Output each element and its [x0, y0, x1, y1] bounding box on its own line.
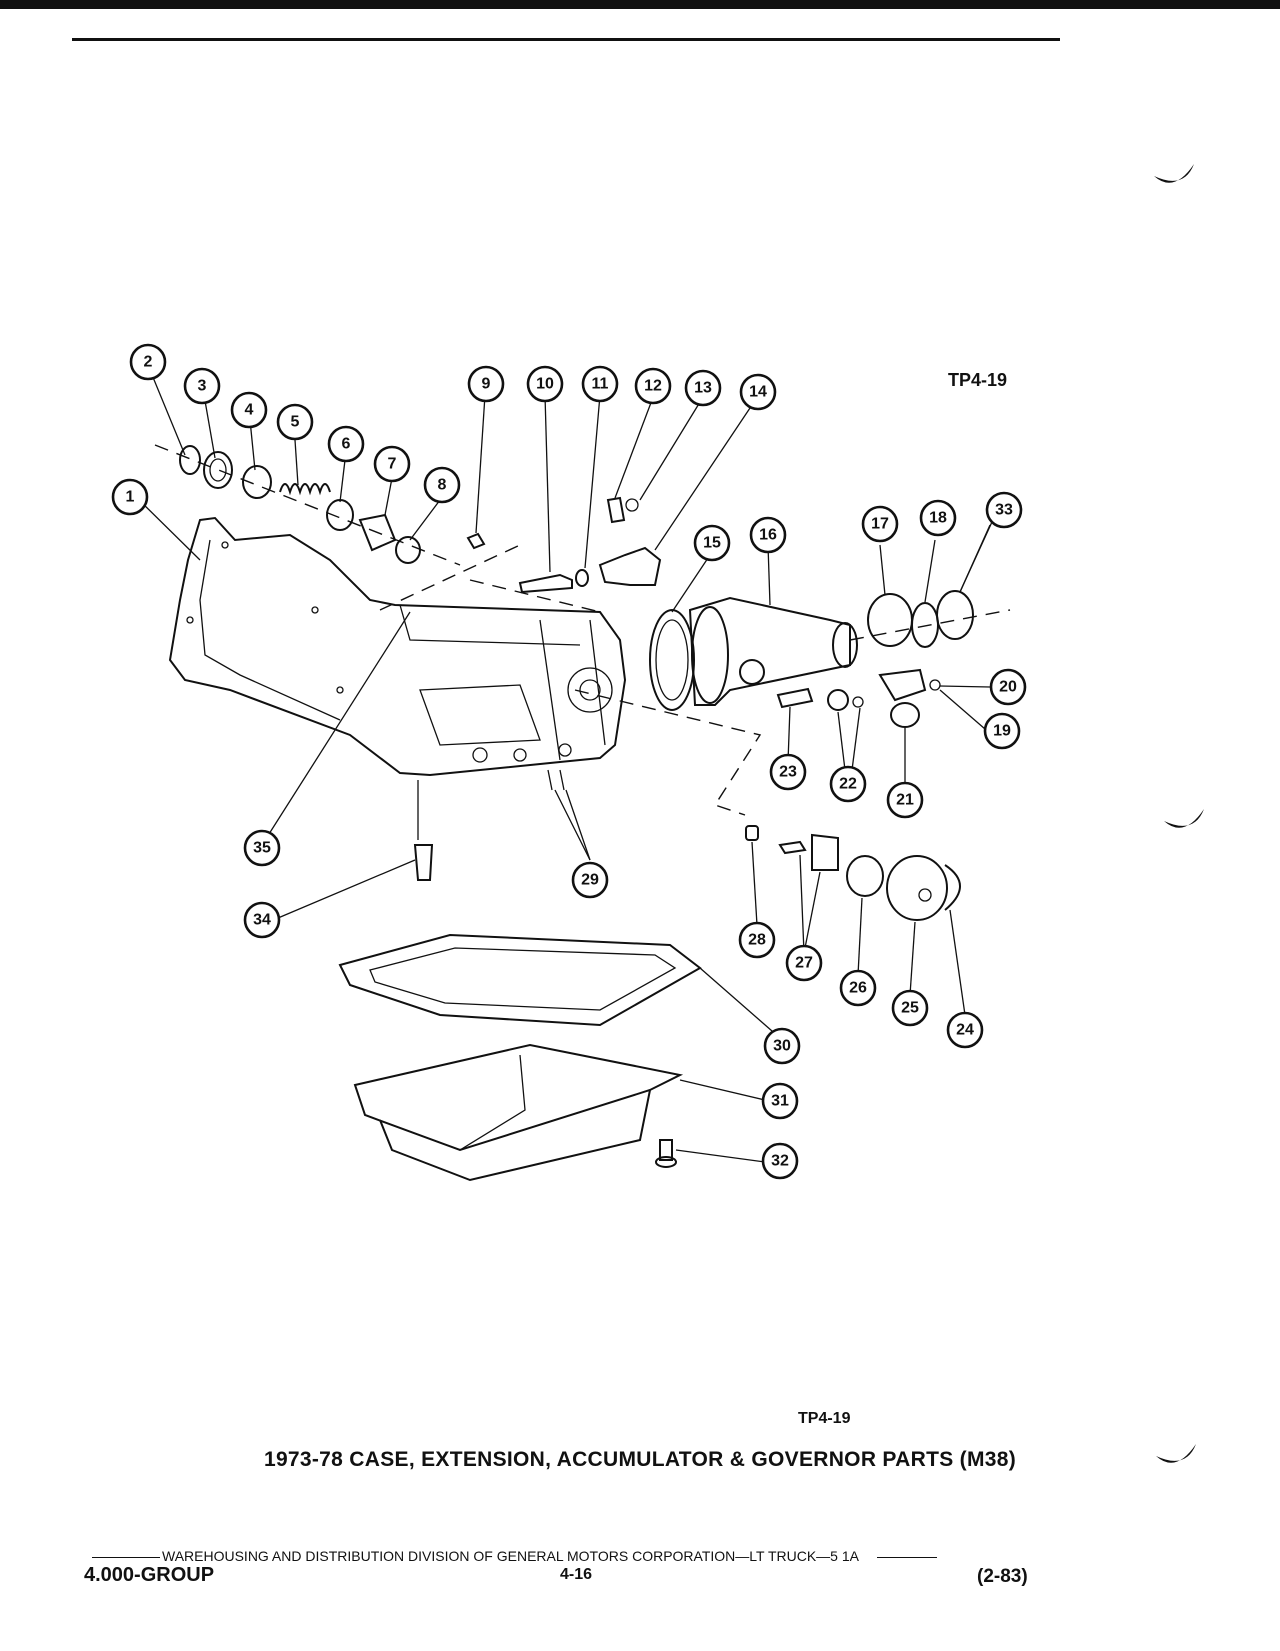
- callout-13: 13: [684, 369, 722, 407]
- svg-text:7: 7: [388, 456, 397, 473]
- svg-text:12: 12: [644, 378, 662, 395]
- svg-text:8: 8: [438, 477, 447, 494]
- svg-text:23: 23: [779, 764, 797, 781]
- callout-19: 19: [983, 712, 1021, 750]
- callout-16: 16: [749, 516, 787, 554]
- callout-24: 24: [946, 1011, 984, 1049]
- svg-text:21: 21: [896, 792, 914, 809]
- svg-text:1: 1: [126, 489, 135, 506]
- callout-22: 22: [829, 765, 867, 803]
- footer-date: (2-83): [977, 1566, 1028, 1587]
- callout-15: 15: [693, 524, 731, 562]
- svg-text:35: 35: [253, 840, 271, 857]
- footer-group-code: 4.000-GROUP: [84, 1564, 215, 1586]
- callout-26: 26: [839, 969, 877, 1007]
- callout-1: 1: [111, 478, 149, 516]
- callout-17: 17: [861, 505, 899, 543]
- svg-text:14: 14: [749, 384, 767, 401]
- callout-23: 23: [769, 753, 807, 791]
- svg-text:19: 19: [993, 723, 1011, 740]
- svg-text:16: 16: [759, 527, 777, 544]
- svg-text:6: 6: [342, 436, 351, 453]
- svg-text:33: 33: [995, 502, 1013, 519]
- footer-rule-right: [876, 1556, 937, 1558]
- caption-reference-code: TP4-19: [798, 1410, 851, 1427]
- footer-page-number: 4-16: [560, 1566, 593, 1583]
- callout-34: 34: [243, 901, 281, 939]
- footer-division-line: WAREHOUSING AND DISTRIBUTION DIVISION OF…: [92, 1548, 937, 1564]
- callout-12: 12: [634, 367, 672, 405]
- leader-lines: [133, 369, 1003, 1163]
- svg-text:4: 4: [245, 402, 254, 419]
- callout-10: 10: [526, 365, 564, 403]
- callout-8: 8: [423, 466, 461, 504]
- governor-parts: [745, 825, 961, 921]
- callout-30: 30: [763, 1027, 801, 1065]
- callout-9: 9: [467, 365, 505, 403]
- callout-35: 35: [243, 829, 281, 867]
- svg-text:29: 29: [581, 872, 599, 889]
- binding-mark-bottom: [1156, 1444, 1196, 1463]
- oil-pan: [353, 1043, 684, 1182]
- callout-27: 27: [785, 944, 823, 982]
- svg-text:2: 2: [144, 354, 153, 371]
- callout-28: 28: [738, 921, 776, 959]
- callout-11: 11: [581, 365, 619, 403]
- top-border-rule: [0, 0, 1280, 9]
- callout-14: 14: [739, 373, 777, 411]
- callout-18: 18: [919, 499, 957, 537]
- callout-3: 3: [183, 367, 221, 405]
- footer-rule-left: [92, 1556, 160, 1558]
- svg-text:26: 26: [849, 980, 867, 997]
- svg-text:17: 17: [871, 516, 889, 533]
- svg-text:24: 24: [956, 1022, 974, 1039]
- svg-text:5: 5: [291, 414, 300, 431]
- svg-text:11: 11: [592, 376, 609, 393]
- diagram-title: 1973-78 CASE, EXTENSION, ACCUMULATOR & G…: [263, 1448, 1017, 1471]
- transmission-case: [168, 516, 627, 777]
- binding-mark-middle: [1164, 809, 1204, 828]
- svg-text:3: 3: [198, 378, 207, 395]
- callout-20: 20: [989, 668, 1027, 706]
- callout-25: 25: [891, 989, 929, 1027]
- speedometer-parts: [574, 668, 941, 816]
- callout-6: 6: [327, 425, 365, 463]
- modulator-parts: [379, 496, 662, 613]
- callout-33: 33: [985, 491, 1023, 529]
- accumulator-parts: [154, 444, 461, 566]
- svg-text:15: 15: [703, 535, 721, 552]
- svg-text:28: 28: [748, 932, 766, 949]
- extension-housing: [649, 596, 858, 711]
- callout-7: 7: [373, 445, 411, 483]
- svg-text:20: 20: [999, 679, 1017, 696]
- header-rule: [72, 38, 1060, 41]
- pan-gasket: [338, 933, 702, 1027]
- callout-31: 31: [761, 1082, 799, 1120]
- svg-text:30: 30: [773, 1038, 791, 1055]
- small-hardware: [413, 769, 677, 1168]
- svg-text:13: 13: [694, 380, 712, 397]
- svg-text:31: 31: [771, 1093, 789, 1110]
- extension-seals: [849, 590, 1011, 648]
- svg-text:9: 9: [482, 376, 491, 393]
- callout-4: 4: [230, 391, 268, 429]
- callout-32: 32: [761, 1142, 799, 1180]
- svg-text:25: 25: [901, 1000, 919, 1017]
- footer-division-text: WAREHOUSING AND DISTRIBUTION DIVISION OF…: [162, 1548, 859, 1564]
- callout-21: 21: [886, 781, 924, 819]
- svg-text:27: 27: [795, 955, 813, 972]
- callout-2: 2: [129, 343, 167, 381]
- svg-text:32: 32: [771, 1153, 789, 1170]
- callout-29: 29: [571, 861, 609, 899]
- callout-5: 5: [276, 403, 314, 441]
- binding-mark-top: [1154, 164, 1194, 183]
- svg-text:22: 22: [839, 776, 857, 793]
- diagram-reference-code: TP4-19: [948, 370, 1008, 390]
- svg-text:18: 18: [929, 510, 947, 527]
- svg-text:34: 34: [253, 912, 271, 929]
- svg-text:10: 10: [536, 376, 554, 393]
